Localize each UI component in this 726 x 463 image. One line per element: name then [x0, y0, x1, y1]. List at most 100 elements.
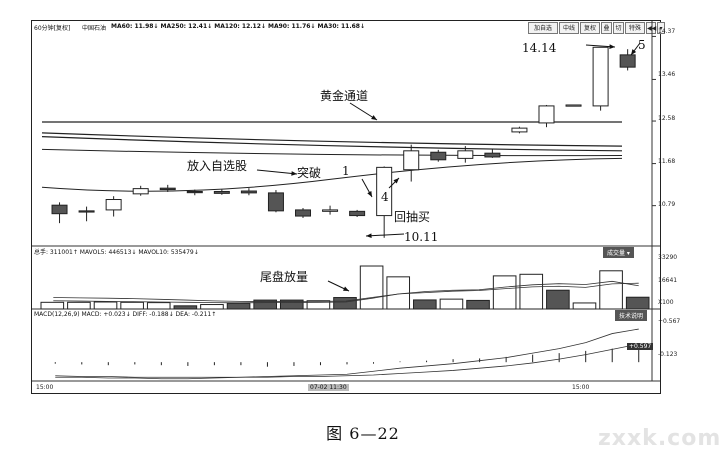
candle: [619, 54, 636, 68]
arrow-add-watchlist: [256, 169, 298, 175]
candle: [565, 104, 582, 107]
macd-diff-line: [55, 328, 639, 380]
macd-axis-label: +0.567: [658, 318, 681, 325]
volume-axis-label: X100: [658, 299, 674, 306]
annotation-num-4: 4: [381, 190, 389, 204]
candle: [484, 152, 501, 158]
annotation-tail-volume: 尾盘放量: [260, 270, 309, 284]
volume-axis-label: 33290: [658, 254, 678, 261]
candle: [105, 199, 122, 211]
candle: [430, 151, 447, 161]
arrow-num5-head: [631, 49, 637, 55]
arrow-tail-volume-head: [343, 286, 349, 291]
volume-bar: [572, 302, 597, 310]
time-axis-label: 15:00: [572, 384, 590, 391]
volume-bar: [466, 299, 490, 310]
add-watchlist-button[interactable]: 加自选: [528, 22, 558, 34]
macd-readout: +0.597: [627, 343, 654, 350]
volume-bar: [67, 301, 91, 310]
ma-line: [41, 132, 623, 147]
annotation-num-5: 5: [638, 38, 646, 52]
overlay-button[interactable]: 叠: [601, 22, 612, 34]
annotation-breakout: 突破: [297, 166, 322, 180]
arrow-breakout-head: [367, 191, 372, 197]
annotation-add-watchlist: 放入自选股: [187, 159, 248, 173]
volume-bar: [333, 297, 357, 310]
arrow-low: [365, 233, 405, 237]
ma-line: [41, 157, 623, 192]
candle: [132, 188, 149, 195]
time-axis-cursor: 07-02 11:30: [308, 384, 349, 391]
volume-bar: [253, 299, 277, 310]
annotation-high-price: 14.14: [522, 41, 557, 55]
macd-axis-label: -0.123: [658, 351, 678, 358]
volume-ma-line: [53, 282, 639, 303]
arrow-low-head: [366, 233, 372, 239]
stock-name: 中国石油: [82, 25, 107, 32]
candle: [592, 46, 609, 107]
macd-tag[interactable]: 技术说明: [615, 310, 648, 321]
midline-button[interactable]: 中线: [559, 22, 579, 34]
volume-axis-label: 16641: [658, 277, 678, 284]
watermark: zxxk.com: [598, 426, 722, 451]
volume-bar: [439, 298, 464, 310]
volume-bar: [146, 302, 171, 310]
candle: [51, 204, 68, 215]
special-button[interactable]: 特殊: [625, 22, 645, 34]
ma-line: [41, 136, 623, 152]
volume-bar: [599, 270, 623, 310]
volume-bar: [492, 275, 517, 310]
candle: [376, 166, 393, 217]
macd-dea-line: [55, 343, 639, 378]
candle: [295, 209, 312, 217]
candle: [511, 127, 528, 133]
volume-bar: [519, 273, 544, 310]
volume-bar: [279, 299, 304, 310]
annotation-num-1: 1: [342, 164, 350, 178]
arrow-add-watchlist-head: [291, 171, 297, 176]
annotation-pullback-buy: 回抽买: [394, 210, 431, 224]
volume-bar: [413, 299, 437, 310]
volume-ma-line: [53, 280, 639, 304]
dropdown-icon[interactable]: ▾: [657, 22, 665, 34]
annotation-low-price: 10.11: [404, 230, 439, 244]
candle: [322, 209, 339, 212]
period-label: 60分钟[复权]: [34, 25, 71, 32]
candle: [403, 150, 420, 171]
volume-bar: [306, 300, 331, 310]
volume-bar: [173, 305, 198, 310]
annotation-golden-channel: 黄金通道: [320, 89, 369, 103]
arrow-pullback-head: [393, 178, 399, 184]
ma-legend: MA60: 11.98↓ MA250: 12.41↓ MA120: 12.12↓…: [111, 23, 365, 30]
candle: [159, 187, 176, 191]
restore-button[interactable]: 复权: [580, 22, 600, 34]
volume-bar: [200, 304, 224, 310]
candle: [457, 150, 474, 159]
price-chart: [32, 21, 660, 382]
chart-window: 60分钟[复权] 中国石油 MA60: 11.98↓ MA250: 12.41↓…: [31, 20, 680, 394]
volume-bar: [120, 301, 144, 310]
volume-bar: [546, 289, 570, 310]
time-axis-label: 15:00: [36, 384, 54, 391]
arrow-high-head: [609, 44, 615, 49]
price-axis-label: 12.58: [658, 115, 676, 122]
macd-header: MACD(12,26,9) MACD: +0.023↓ DIFF: -0.188…: [34, 311, 217, 318]
price-axis-label: 10.79: [658, 201, 676, 208]
price-axis-label: 14.37: [658, 28, 676, 35]
figure-caption: 图 6—22: [326, 424, 400, 443]
volume-bar: [625, 296, 650, 310]
candle: [349, 210, 366, 217]
candle: [186, 190, 203, 194]
candle: [267, 192, 284, 212]
volume-header: 总手: 311001↑ MAVOL5: 446513↓ MAVOL10: 535…: [34, 249, 199, 256]
candle: [78, 210, 95, 213]
arrow-channel-head: [371, 115, 377, 120]
volume-bar: [93, 301, 118, 310]
candle: [213, 190, 230, 194]
ma-line: [41, 148, 623, 157]
volume-tag[interactable]: 成交量 ▾: [603, 247, 634, 258]
switch-button[interactable]: 切: [613, 22, 624, 34]
volume-bar: [226, 302, 251, 310]
price-axis-label: 11.68: [658, 158, 676, 165]
volume-bar: [40, 301, 65, 310]
